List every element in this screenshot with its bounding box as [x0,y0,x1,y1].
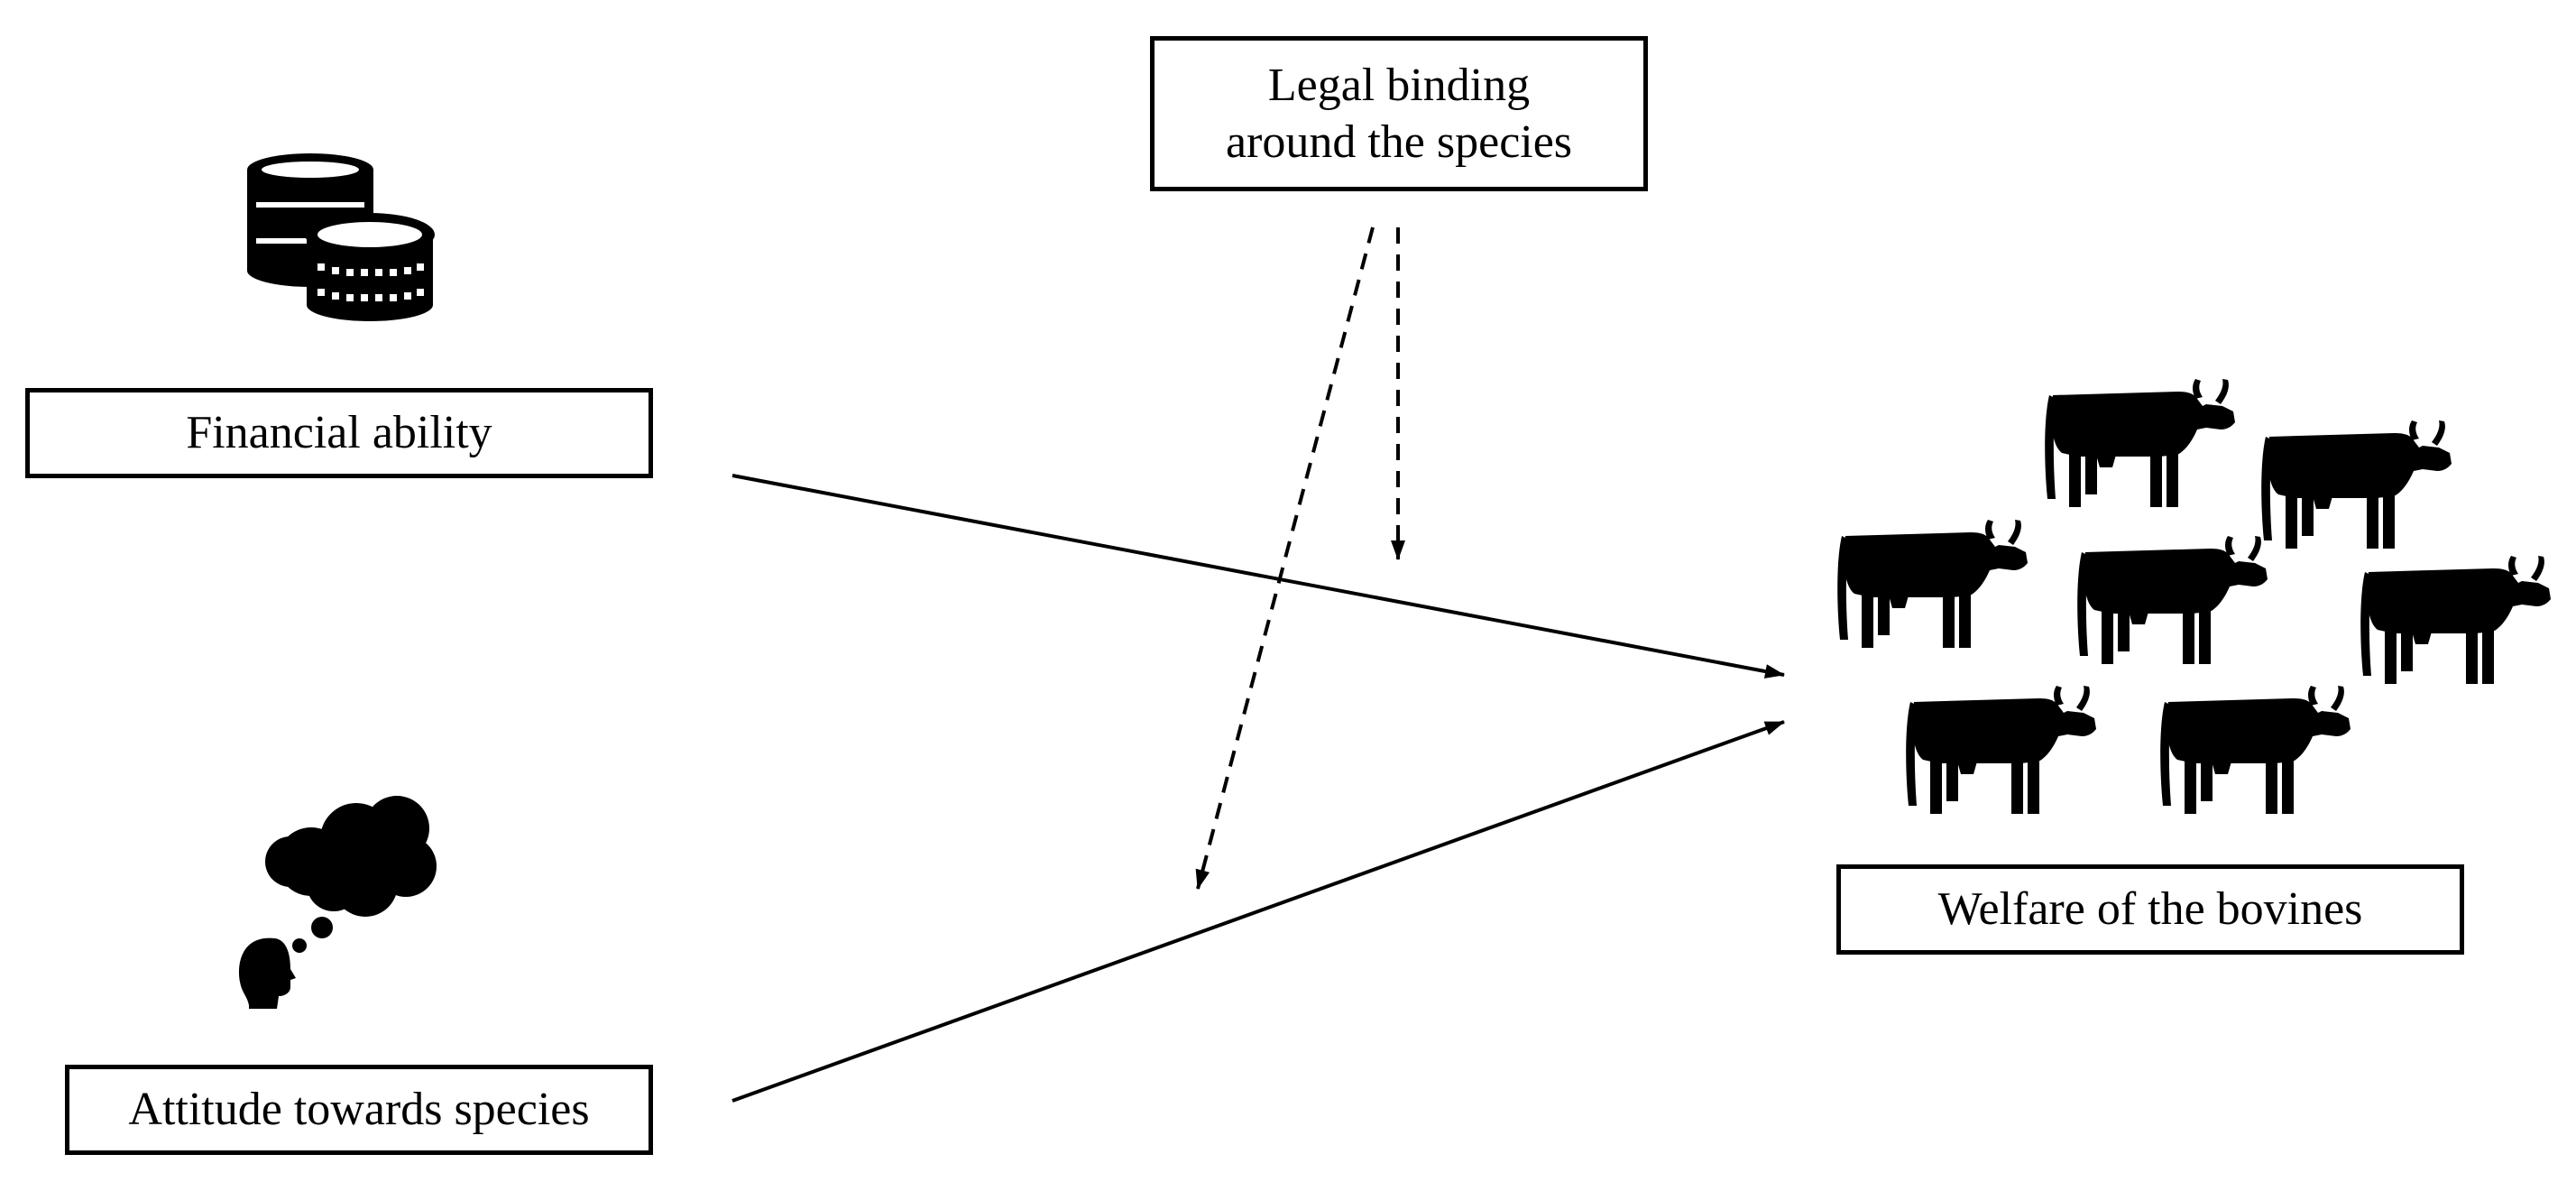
cow-icon [2160,686,2351,814]
node-financial-ability-label: Financial ability [186,407,492,459]
cow-icon [1837,520,2028,648]
node-legal-binding-line2: around the species [1225,116,1573,168]
node-financial-ability: Financial ability [25,388,653,478]
cow-herd [1837,379,2551,814]
node-legal-binding-line1: Legal binding [1267,59,1531,111]
edge-legal-to-attitude-path [1195,226,1375,890]
cow-icon [2077,536,2268,664]
node-welfare: Welfare of the bovines [1836,864,2464,955]
edge-attitude-to-welfare [731,720,1785,1103]
thinking-head-icon [239,796,437,1009]
node-attitude-label: Attitude towards species [128,1084,590,1136]
cow-icon [2360,556,2551,684]
node-legal-binding: Legal binding around the species [1150,36,1648,191]
node-welfare-label: Welfare of the bovines [1937,883,2363,936]
edge-financial-to-welfare [731,474,1785,679]
node-attitude: Attitude towards species [65,1065,653,1155]
cow-icon [1906,686,2096,814]
cow-icon [2261,420,2452,549]
coins-icon [247,153,435,321]
cow-icon [2045,379,2235,507]
